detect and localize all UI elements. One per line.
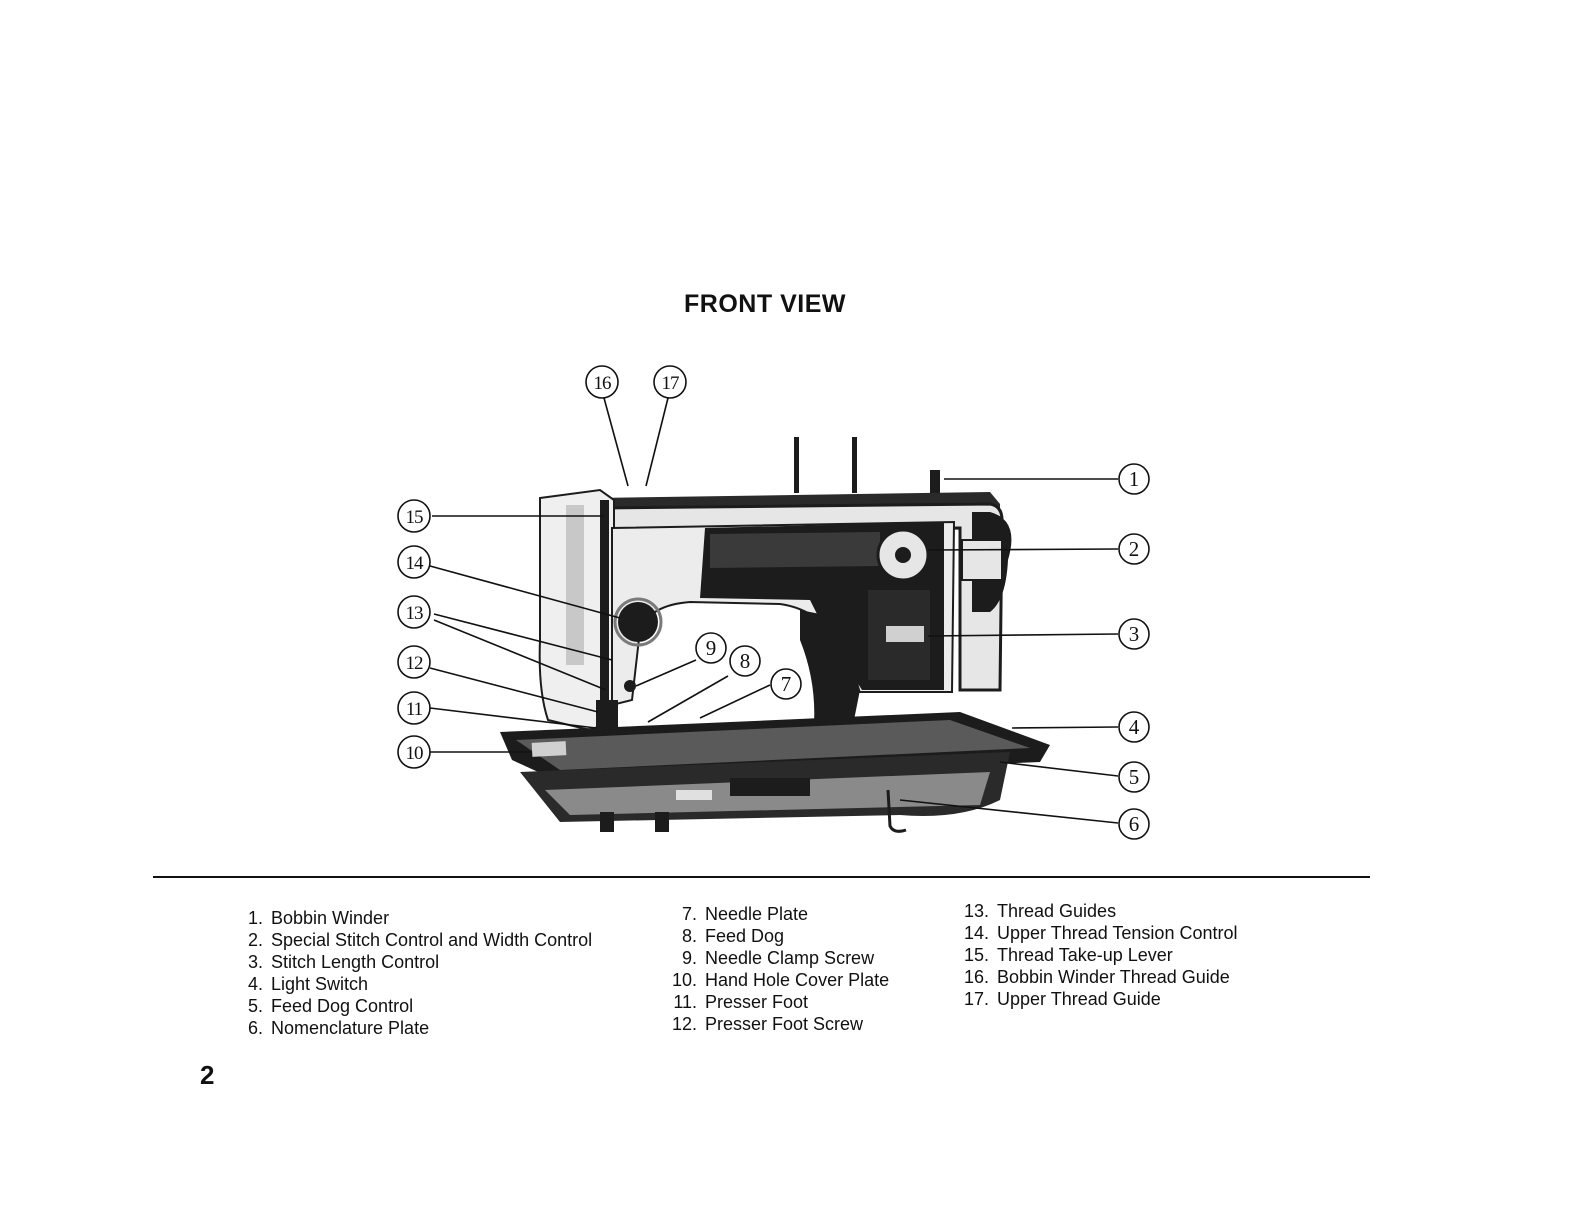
svg-text:4: 4 [1129,715,1140,739]
leader-line-16 [603,397,629,487]
list-item: 16.Bobbin Winder Thread Guide [963,967,1230,987]
svg-text:16: 16 [594,373,612,394]
needle-clamp-screw [624,680,636,692]
leader-line-13a [433,613,613,661]
leader-line-11 [429,707,597,729]
list-item: 10.Hand Hole Cover Plate [671,970,890,990]
spool-pin-right [852,437,857,493]
sewing-machine-drawing [500,437,1050,833]
stitch-dial-center [895,547,911,563]
callout-6: 6 [1118,808,1150,840]
list-item: 8.Feed Dog [681,926,785,946]
leader-line-4 [1011,726,1119,729]
leader-lines [429,397,1119,824]
hand-wheel-inner [961,539,1003,581]
svg-text:3: 3 [1129,622,1140,646]
leader-line-17 [645,397,669,487]
list-item: 11.Presser Foot [673,992,809,1012]
callout-14: 14 [397,545,431,579]
machine-bed-surface [516,720,1030,770]
bobbin-winder-post [930,470,940,496]
callout-10: 10 [397,735,431,769]
callout-12: 12 [397,645,431,679]
svg-text:7: 7 [781,672,792,696]
svg-text:11: 11 [406,699,423,720]
cord-hook [886,789,907,833]
leader-line-14 [429,565,621,619]
svg-text:15: 15 [406,507,424,528]
presser-foot [596,700,618,732]
face-plate-texture [566,505,584,665]
machine-foot-right [655,812,669,832]
leader-line-12 [429,667,599,713]
list-item: 4.Light Switch [247,974,369,994]
control-panel-window [710,532,880,568]
svg-text:9: 9 [706,636,717,660]
callout-8: 8 [729,645,761,677]
svg-text:17: 17 [662,373,680,394]
leader-line-13b [433,619,607,691]
callout-9: 9 [695,632,727,664]
tension-knob-ring [613,597,663,647]
list-item: 14.Upper Thread Tension Control [963,923,1238,943]
callout-16: 16 [585,365,619,399]
list-item: 12.Presser Foot Screw [671,1014,864,1034]
list-item: 7.Needle Plate [681,904,809,924]
callout-15: 15 [397,499,431,533]
nomenclature-plate [730,778,810,796]
list-item: 1.Bobbin Winder [247,908,390,928]
svg-text:8: 8 [740,649,751,673]
svg-text:6: 6 [1129,812,1140,836]
callout-1: 1 [1118,463,1150,495]
section-divider [153,876,1370,878]
tension-knob [618,602,658,642]
svg-text:12: 12 [406,653,424,674]
svg-text:10: 10 [406,743,424,764]
parts-list-column-3: 13.Thread Guides 14.Upper Thread Tension… [955,900,1238,1010]
list-item: 9.Needle Clamp Screw [681,948,875,968]
callout-2: 2 [1118,533,1150,565]
callout-3: 3 [1118,618,1150,650]
svg-text:14: 14 [406,553,425,574]
page-title: FRONT VIEW [684,290,846,318]
parts-list-column-1: 1.Bobbin Winder 2.Special Stitch Control… [229,907,592,1039]
leader-line-2 [927,548,1119,551]
hand-hole-cover [531,741,567,757]
svg-text:13: 13 [406,603,424,624]
callout-5: 5 [1118,761,1150,793]
list-item: 17.Upper Thread Guide [963,989,1161,1009]
leader-line-6 [899,799,1119,824]
svg-text:1: 1 [1129,467,1140,491]
svg-text:5: 5 [1129,765,1140,789]
page-number: 2 [200,1060,215,1090]
callout-7: 7 [770,668,802,700]
list-item: 2.Special Stitch Control and Width Contr… [247,930,593,950]
leader-line-5 [999,761,1119,777]
leader-line-8 [647,675,729,723]
machine-pillar [800,610,860,744]
leader-line-9 [635,659,697,687]
callout-4: 4 [1118,711,1150,743]
list-item: 13.Thread Guides [963,901,1117,921]
leader-line-7 [699,684,771,719]
parts-list-column-2: 7.Needle Plate 8.Feed Dog 9.Needle Clamp… [663,903,889,1035]
stitch-length-lever [886,626,924,642]
feed-dog-control [676,790,712,800]
list-item: 5.Feed Dog Control [247,996,414,1016]
callout-markers: 1 2 3 4 5 6 7 8 [397,365,1150,840]
callout-17: 17 [653,365,687,399]
needle-bar [600,500,609,730]
leader-line-3 [927,633,1119,637]
list-item: 15.Thread Take-up Lever [963,945,1173,965]
callout-11: 11 [397,691,431,725]
callout-13: 13 [397,595,431,629]
list-item: 3.Stitch Length Control [247,952,440,972]
svg-text:2: 2 [1129,537,1140,561]
spool-pin-left [794,437,799,493]
machine-foot-left [600,812,614,832]
list-item: 6.Nomenclature Plate [247,1018,430,1038]
